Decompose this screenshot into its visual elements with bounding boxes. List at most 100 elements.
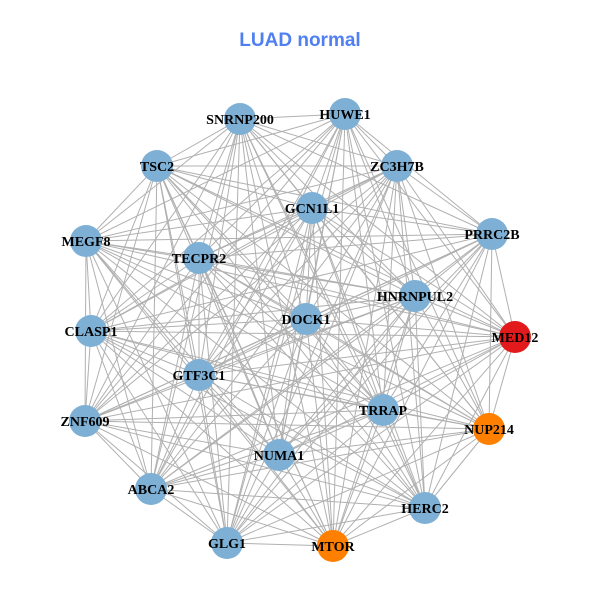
node-circle[interactable]	[211, 527, 243, 559]
edge-HNRNPUL2-CLASP1	[90, 295, 416, 332]
node-circle[interactable]	[409, 492, 441, 524]
node-clasp1[interactable]: CLASP1	[65, 315, 118, 347]
edge-SNRNP200-ZC3H7B	[239, 118, 398, 167]
edge-GCN1L1-TRRAP	[311, 207, 384, 411]
edge-HNRNPUL2-HERC2	[414, 295, 426, 509]
node-circle[interactable]	[317, 530, 349, 562]
node-label: MED12	[492, 331, 539, 346]
edge-CLASP1-NUP214	[90, 330, 490, 430]
node-circle[interactable]	[183, 359, 215, 391]
edge-MEGF8-NUP214	[85, 240, 490, 430]
edge-ZC3H7B-TRRAP	[382, 165, 398, 411]
node-circle[interactable]	[70, 225, 102, 257]
node-mtor[interactable]: MTOR	[311, 530, 356, 562]
node-gtf3c1[interactable]: GTF3C1	[173, 359, 226, 391]
edge-MED12-GTF3C1	[198, 336, 516, 376]
node-megf8[interactable]: MEGF8	[62, 225, 111, 257]
edge-HNRNPUL2-TRRAP	[382, 295, 416, 411]
edge-SNRNP200-CLASP1	[90, 118, 241, 332]
edge-GCN1L1-TECPR2	[198, 207, 313, 259]
node-glg1[interactable]: GLG1	[208, 527, 246, 559]
node-label: TSC2	[140, 160, 174, 175]
node-circle[interactable]	[183, 242, 215, 274]
node-circle[interactable]	[399, 280, 431, 312]
edge-TECPR2-MTOR	[198, 257, 334, 547]
edge-HUWE1-ABCA2	[150, 113, 346, 490]
edge-SNRNP200-NUMA1	[239, 118, 280, 456]
edge-PRRC2B-CLASP1	[90, 233, 493, 332]
node-circle[interactable]	[290, 303, 322, 335]
node-circle[interactable]	[135, 473, 167, 505]
node-circle[interactable]	[75, 315, 107, 347]
edge-MED12-ZNF609	[84, 336, 516, 422]
edge-TECPR2-NUMA1	[198, 257, 280, 456]
node-zc3h7b[interactable]: ZC3H7B	[370, 150, 424, 182]
node-hnrnpul2[interactable]: HNRNPUL2	[377, 280, 453, 312]
edge-TECPR2-ZNF609	[84, 257, 200, 422]
node-circle[interactable]	[296, 192, 328, 224]
edge-NUP214-MTOR	[332, 428, 490, 547]
node-circle[interactable]	[329, 98, 361, 130]
edge-TRRAP-ZNF609	[84, 409, 384, 422]
edge-PRRC2B-NUP214	[488, 233, 493, 430]
edge-HUWE1-TRRAP	[344, 113, 384, 411]
edge-HERC2-MTOR	[332, 507, 426, 547]
node-herc2[interactable]: HERC2	[401, 492, 449, 524]
edge-DOCK1-CLASP1	[90, 318, 307, 332]
edge-GTF3C1-HERC2	[198, 374, 426, 509]
edge-HNRNPUL2-ABCA2	[150, 295, 416, 490]
node-trrap[interactable]: TRRAP	[359, 394, 408, 426]
node-label: NUP214	[464, 423, 514, 438]
node-dock1[interactable]: DOCK1	[282, 303, 331, 335]
edge-CLASP1-GTF3C1	[90, 330, 200, 376]
node-tsc2[interactable]: TSC2	[140, 150, 174, 182]
node-prrc2b[interactable]: PRRC2B	[464, 218, 520, 250]
edge-ZC3H7B-PRRC2B	[396, 165, 493, 235]
node-huwe1[interactable]: HUWE1	[319, 98, 371, 130]
edge-TECPR2-MED12	[198, 257, 516, 338]
node-numa1[interactable]: NUMA1	[254, 439, 305, 471]
edge-HNRNPUL2-NUMA1	[278, 295, 416, 456]
edge-TSC2-ZNF609	[84, 165, 158, 422]
edge-DOCK1-MTOR	[305, 318, 334, 547]
node-circle[interactable]	[141, 150, 173, 182]
node-nup214[interactable]: NUP214	[464, 413, 514, 445]
node-tecpr2[interactable]: TECPR2	[172, 242, 226, 274]
node-circle[interactable]	[476, 218, 508, 250]
node-circle[interactable]	[263, 439, 295, 471]
edge-DOCK1-GLG1	[226, 318, 307, 544]
node-label: ZC3H7B	[370, 160, 424, 175]
edge-GTF3C1-ZNF609	[84, 374, 200, 422]
node-circle[interactable]	[367, 394, 399, 426]
node-circle[interactable]	[69, 405, 101, 437]
node-circle[interactable]	[499, 321, 531, 353]
edge-HUWE1-PRRC2B	[344, 113, 493, 235]
edge-TRRAP-NUP214	[382, 409, 490, 430]
edge-MEGF8-MED12	[85, 240, 516, 338]
edge-ZC3H7B-GLG1	[226, 165, 398, 544]
edge-SNRNP200-HUWE1	[239, 113, 346, 120]
edge-HUWE1-TSC2	[156, 113, 346, 167]
node-znf609[interactable]: ZNF609	[61, 405, 110, 437]
edge-PRRC2B-GTF3C1	[198, 233, 493, 376]
edge-NUP214-NUMA1	[278, 428, 490, 456]
edge-TRRAP-MTOR	[332, 409, 384, 547]
edge-MEGF8-PRRC2B	[85, 233, 493, 242]
edge-CLASP1-HERC2	[90, 330, 426, 509]
edge-PRRC2B-TRRAP	[382, 233, 493, 411]
edge-HNRNPUL2-NUP214	[414, 295, 490, 430]
node-circle[interactable]	[224, 103, 256, 135]
edge-MED12-NUMA1	[278, 336, 516, 456]
edge-NUMA1-GLG1	[226, 454, 280, 544]
edge-MEGF8-TRRAP	[85, 240, 384, 411]
node-circle[interactable]	[473, 413, 505, 445]
edge-NUMA1-HERC2	[278, 454, 426, 509]
edge-SNRNP200-TECPR2	[198, 118, 241, 259]
node-circle[interactable]	[381, 150, 413, 182]
node-abca2[interactable]: ABCA2	[128, 473, 175, 505]
node-gcn1l1[interactable]: GCN1L1	[285, 192, 339, 224]
node-med12[interactable]: MED12	[492, 321, 539, 353]
edge-TECPR2-HNRNPUL2	[198, 257, 416, 297]
node-snrnp200[interactable]: SNRNP200	[206, 103, 274, 135]
edge-GCN1L1-MTOR	[311, 207, 334, 547]
